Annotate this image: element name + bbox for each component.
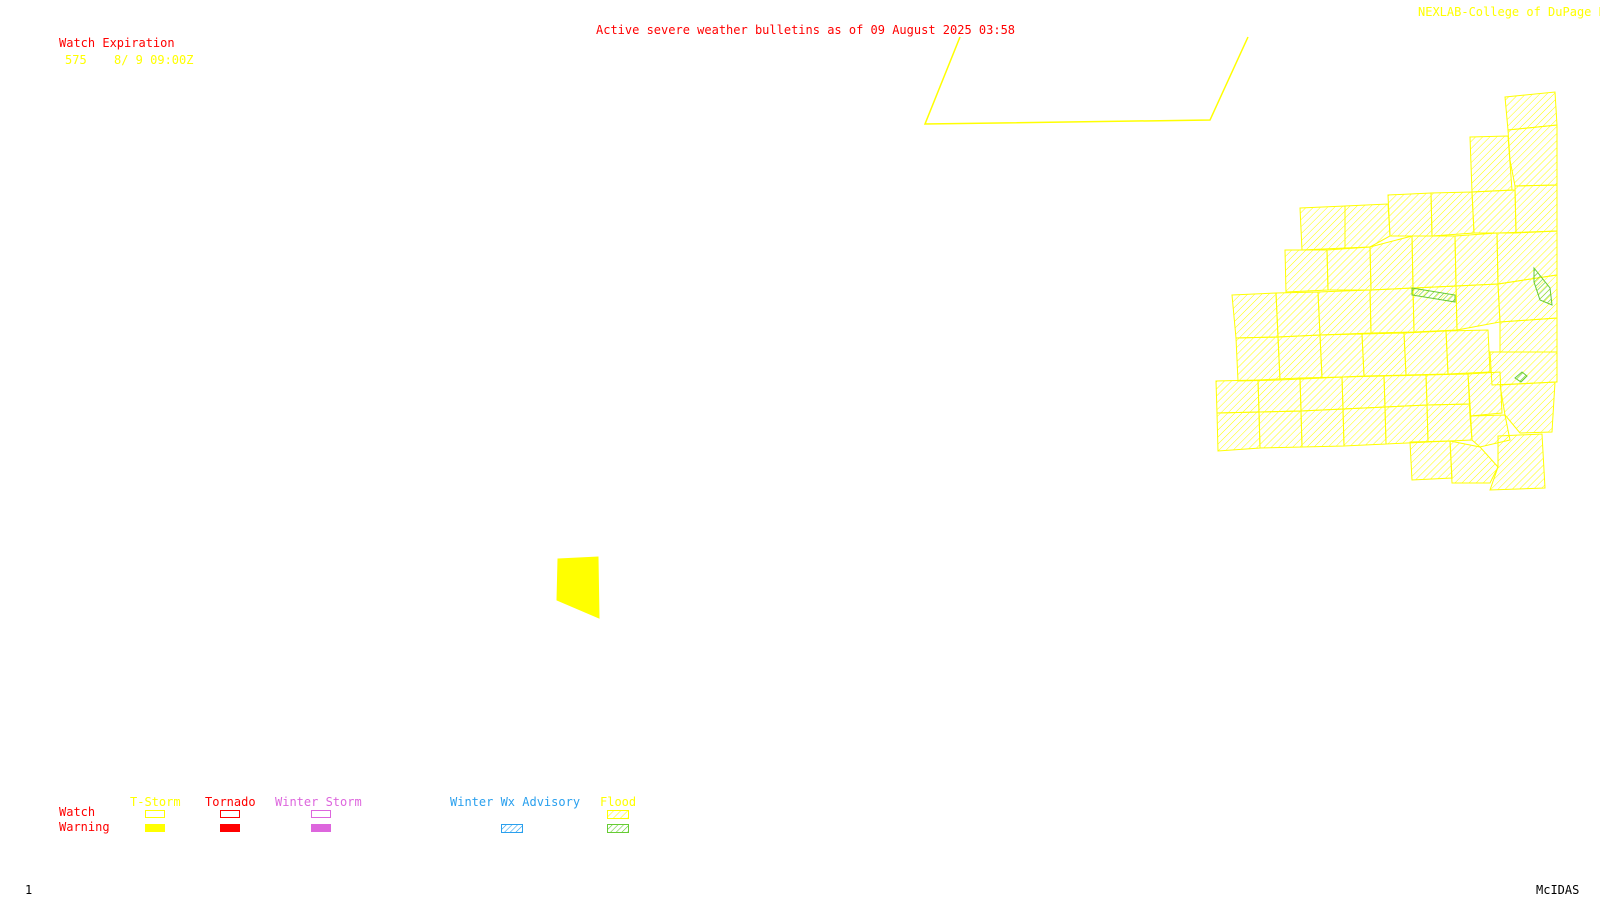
legend-winter-storm-label: Winter Storm [275,795,362,809]
legend-tstorm-label: T-Storm [130,795,181,809]
legend-winter-storm-watch-swatch [311,810,331,818]
legend-winter-storm-warning-swatch [311,824,331,832]
credit-label: NEXLAB-College of DuPage R [1418,5,1600,19]
watch-expiration-heading: Watch Expiration [59,36,175,50]
legend-watch-label: Watch [59,805,96,819]
legend-flood-watch-swatch [607,810,629,819]
legend-flood-warning-swatch [607,824,629,833]
flood-watch-region [1215,91,1558,491]
frame-number: 1 [25,883,33,897]
legend-winter-advisory-label: Winter Wx Advisory [450,795,581,809]
flood-warning-region [1411,266,1553,383]
legend-tornado-warning-swatch [220,824,240,832]
tstorm-watch-outline [923,36,1249,125]
legend-tornado-watch-swatch [220,810,240,818]
legend-winter-advisory-swatch [501,824,523,833]
watch-number: 575 [65,53,87,67]
software-label: McIDAS [1536,883,1580,897]
legend-tstorm-warning-swatch [145,824,165,832]
legend-flood-label: Flood [600,795,637,809]
watch-expires: 8/ 9 09:00Z [114,53,194,67]
tstorm-warning-polygon [556,556,600,619]
legend-warning-label: Warning [59,820,110,834]
legend-tstorm-watch-swatch [145,810,165,818]
page-title: Active severe weather bulletins as of 09… [596,23,1016,37]
legend-tornado-label: Tornado [205,795,256,809]
